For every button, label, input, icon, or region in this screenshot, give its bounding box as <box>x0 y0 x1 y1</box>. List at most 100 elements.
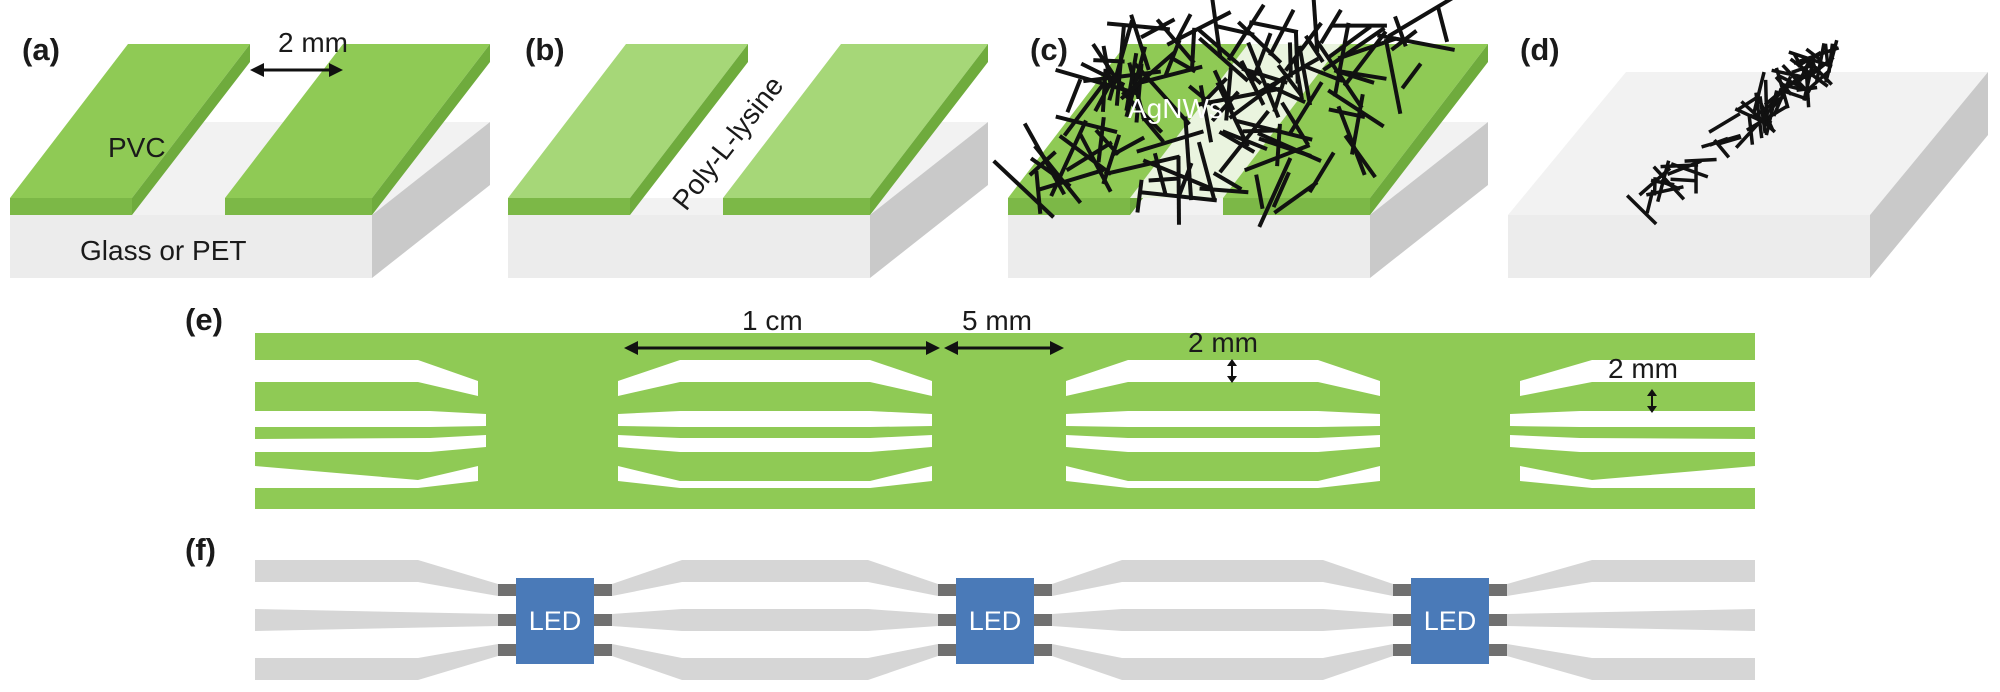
nanowire <box>1155 18 1196 65</box>
nanowire <box>1737 94 1761 111</box>
nanowire <box>1752 71 1766 113</box>
panel-c-label: (c) <box>1030 32 1068 67</box>
cutout-slot <box>1066 360 1380 396</box>
nanowire <box>1152 152 1168 195</box>
pvc-label: PVC <box>108 132 166 163</box>
substrate-front <box>1508 215 1870 278</box>
gap1-dimension-label: 2 mm <box>1188 327 1258 358</box>
pvc-strip-right-top <box>723 44 988 198</box>
patterned-strip-background <box>255 333 1755 509</box>
nanowire <box>1387 0 1454 38</box>
nanowire <box>1096 116 1106 163</box>
nanowire <box>1218 130 1256 154</box>
nanowire <box>1248 20 1299 35</box>
nanowire <box>1774 67 1790 109</box>
nanowire <box>1254 174 1265 210</box>
nanowire <box>1093 58 1125 64</box>
nanowire <box>1199 186 1249 195</box>
nanowire <box>1293 30 1300 84</box>
nanowire <box>1436 6 1450 43</box>
nanowire <box>1333 68 1375 85</box>
panel-e-label: (e) <box>185 302 223 337</box>
nanowire <box>1287 42 1293 78</box>
nanowire <box>1212 171 1243 191</box>
cutout-slot <box>255 360 478 396</box>
arrowhead-right-icon <box>926 341 940 355</box>
nanowire <box>1268 8 1296 57</box>
nanowire <box>1218 109 1270 174</box>
nanowire <box>1241 66 1288 85</box>
nanowire <box>1101 45 1113 86</box>
nanowire <box>1055 114 1118 134</box>
panel-a: (a) 2 mm PVC Glass or PET <box>10 27 490 278</box>
nanowire <box>1163 39 1182 76</box>
pvc-strip-left-front <box>508 198 630 215</box>
cutout-slot <box>1510 411 1755 427</box>
nanowire <box>1215 24 1255 37</box>
serpentine-cutouts <box>255 360 1755 488</box>
arrowhead-down-icon <box>1227 376 1237 383</box>
nanowire <box>1101 134 1122 185</box>
led-body <box>1411 578 1489 664</box>
nanowire <box>1327 88 1385 129</box>
cutout-slot <box>1066 435 1380 452</box>
nanowire <box>1273 180 1319 215</box>
pvc-strip-left-side <box>630 44 748 215</box>
led-body <box>956 578 1034 664</box>
nanowire <box>1670 177 1697 183</box>
nanowire <box>1779 82 1802 91</box>
nanowire <box>1377 33 1456 52</box>
cutout-slot <box>618 435 932 452</box>
nanowire <box>1094 128 1120 156</box>
nanowire <box>1198 36 1250 83</box>
nanowire <box>1236 20 1283 65</box>
silver-nanowire-stripe <box>1625 39 1840 226</box>
nanowire <box>1322 26 1386 72</box>
nanowire <box>1304 64 1344 83</box>
nanowire <box>1823 43 1830 67</box>
nanowire <box>1197 28 1263 86</box>
cutout-slot <box>255 466 478 488</box>
nanowire <box>1383 38 1403 115</box>
panel-d-label: (d) <box>1520 32 1560 67</box>
trace-segment <box>255 644 498 680</box>
led-pin <box>1030 614 1052 626</box>
arrowhead-up-icon <box>1227 359 1237 366</box>
substrate-side <box>1870 72 1988 278</box>
nanowire <box>1336 105 1367 176</box>
pvc-strip-right-front <box>225 198 372 215</box>
panel-e: (e) 1 cm 5 mm 2 mm 2 mm <box>185 302 1755 509</box>
arrowhead-right-icon <box>329 63 343 77</box>
led-pin <box>590 584 612 596</box>
cutout-slot <box>618 411 932 427</box>
nanowire <box>1645 189 1655 214</box>
trace-segment <box>1052 609 1393 631</box>
nanowire <box>1139 64 1203 85</box>
led-chip: LED <box>498 578 612 664</box>
nanowire <box>1814 42 1826 82</box>
nanowire <box>1029 156 1072 188</box>
nanowire <box>992 159 1055 219</box>
led-chip: LED <box>938 578 1052 664</box>
led-pin <box>1485 584 1507 596</box>
pvc-strip-left-front <box>1008 198 1130 215</box>
nanowire <box>1257 157 1293 228</box>
nanowire <box>1174 13 1193 43</box>
nanowire <box>1124 46 1148 118</box>
pvc-strip-left-top <box>10 44 250 198</box>
silver-nanowire-network-full <box>992 0 1456 228</box>
pvc-strip-left-top <box>508 44 748 198</box>
panel-b: (b) Poly-L-lysine <box>508 32 988 278</box>
trace-segment <box>1507 560 1755 596</box>
nanowire <box>1141 190 1217 203</box>
led-label: LED <box>1424 606 1477 636</box>
led-pin <box>1485 614 1507 626</box>
cutout-slot <box>1520 360 1755 396</box>
nanowire <box>1258 136 1312 158</box>
substrate-label: Glass or PET <box>80 235 246 266</box>
cutout-slot <box>1066 411 1380 427</box>
pvc-strip-left-front <box>10 198 132 215</box>
pvc-strip-right-front <box>1223 198 1370 215</box>
nanowire <box>1764 90 1779 136</box>
